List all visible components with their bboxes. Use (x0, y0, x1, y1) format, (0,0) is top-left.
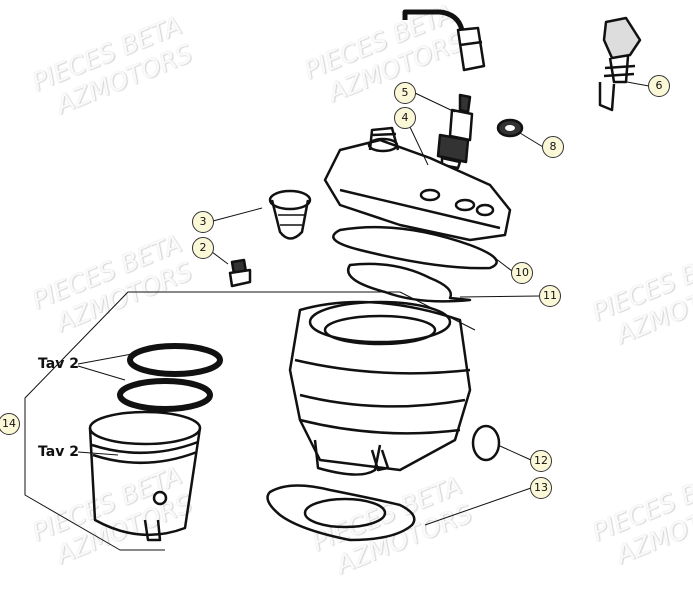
spark-plug-cap (402, 9, 486, 72)
bleed-screw (228, 258, 252, 288)
callout-8[interactable]: 8 (542, 136, 564, 158)
callout-4[interactable]: 4 (394, 107, 416, 129)
callout-11[interactable]: 11 (539, 285, 561, 307)
base-gasket (266, 484, 416, 542)
callout-2[interactable]: 2 (192, 237, 214, 259)
callout-3[interactable]: 3 (192, 211, 214, 233)
temperature-sensor (598, 16, 642, 112)
cylinder-head (323, 126, 512, 242)
callout-14[interactable]: 14 (0, 413, 20, 435)
o-ring (347, 262, 472, 303)
callout-10[interactable]: 10 (511, 262, 533, 284)
piston (88, 410, 202, 542)
callout-6[interactable]: 6 (648, 75, 670, 97)
leader-lines (24, 81, 650, 551)
thermostat (268, 189, 312, 240)
piston-rings-reference: Tav 2 (38, 356, 79, 372)
small-o-ring (471, 424, 501, 462)
spark-plug (436, 93, 474, 170)
piston-rings (117, 343, 223, 412)
callout-5[interactable]: 5 (394, 82, 416, 104)
head-gasket (332, 225, 498, 270)
callout-12[interactable]: 12 (530, 450, 552, 472)
cylinder (288, 300, 472, 476)
piston-reference: Tav 2 (38, 444, 79, 460)
callout-13[interactable]: 13 (530, 477, 552, 499)
